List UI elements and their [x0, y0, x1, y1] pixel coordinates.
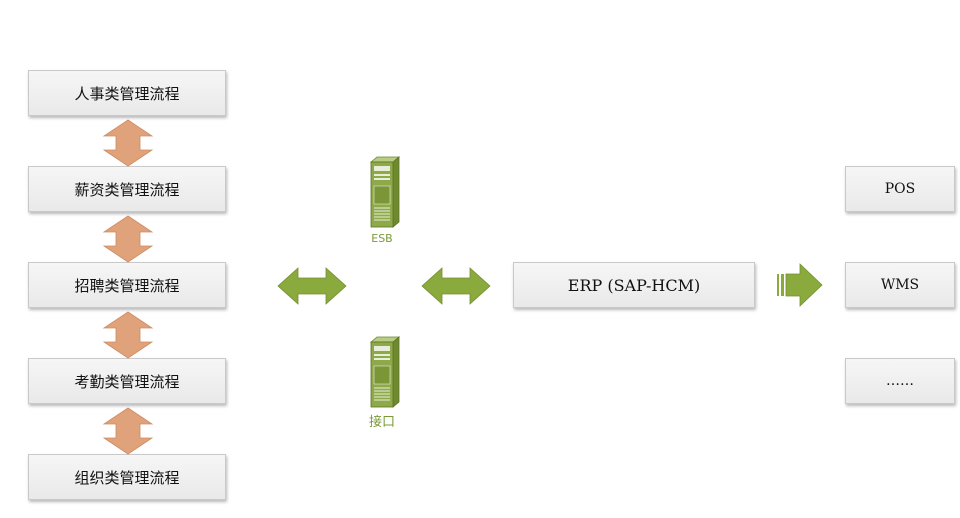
process-label: 人事类管理流程 [74, 84, 180, 103]
target-box-wms: WMS [845, 262, 955, 308]
target-label: POS [884, 181, 916, 197]
horizontal-double-arrow-icon [277, 267, 347, 305]
horizontal-double-arrow-icon [421, 267, 491, 305]
process-label: 薪资类管理流程 [74, 180, 180, 199]
erp-label: ERP (SAP-HCM) [567, 275, 701, 295]
vertical-double-arrow-icon [102, 215, 154, 263]
process-box-organization: 组织类管理流程 [28, 454, 226, 500]
process-box-attendance: 考勤类管理流程 [28, 358, 226, 404]
target-label: …… [886, 373, 914, 389]
process-box-recruiting: 招聘类管理流程 [28, 262, 226, 308]
process-box-payroll: 薪资类管理流程 [28, 166, 226, 212]
server-icon [369, 336, 401, 408]
vertical-double-arrow-icon [102, 407, 154, 455]
target-box-more: …… [845, 358, 955, 404]
esb-label: ESB [371, 232, 393, 245]
process-label: 招聘类管理流程 [74, 276, 180, 295]
vertical-double-arrow-icon [102, 311, 154, 359]
erp-box: ERP (SAP-HCM) [513, 262, 755, 308]
right-arrow-icon [777, 263, 823, 307]
process-box-hr: 人事类管理流程 [28, 70, 226, 116]
server-icon [369, 156, 401, 228]
target-label: WMS [880, 277, 920, 293]
process-label: 考勤类管理流程 [74, 372, 180, 391]
process-label: 组织类管理流程 [74, 468, 180, 487]
vertical-double-arrow-icon [102, 119, 154, 167]
interface-label: 接口 [368, 415, 395, 430]
target-box-pos: POS [845, 166, 955, 212]
